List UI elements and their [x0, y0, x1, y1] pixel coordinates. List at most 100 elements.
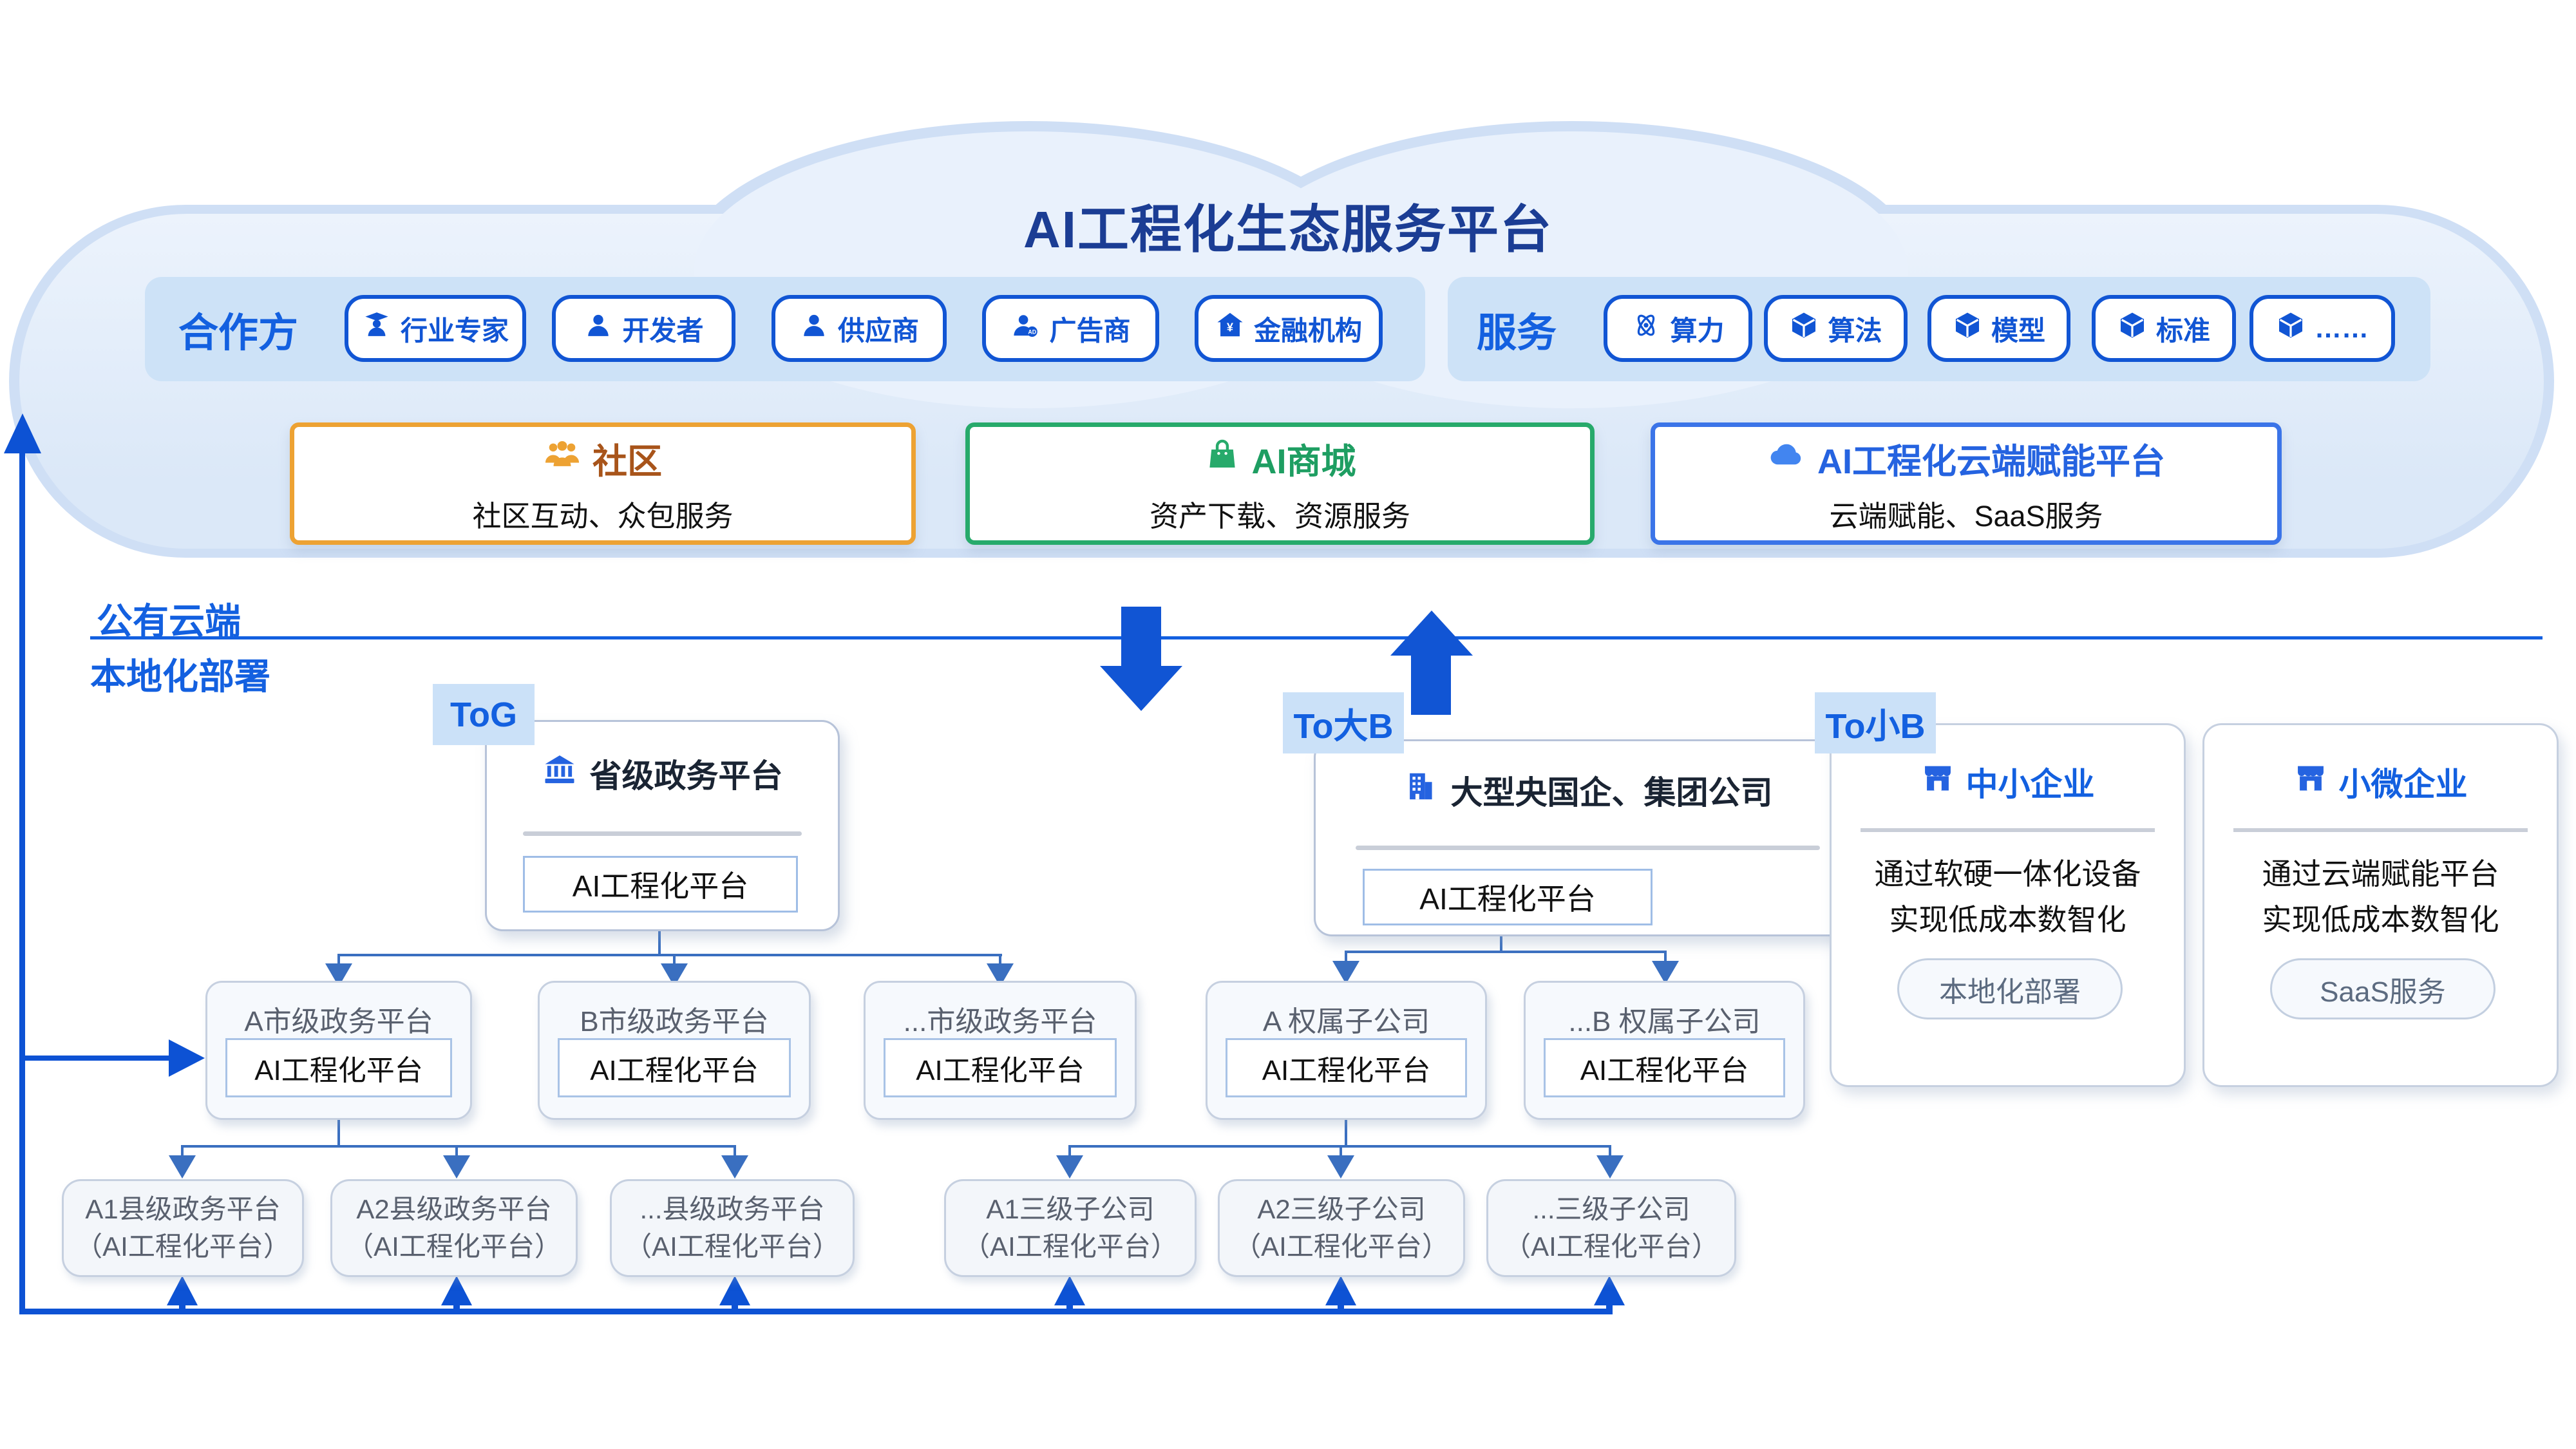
- leaf-subtitle: （AI工程化平台）: [75, 1231, 290, 1262]
- people-group-icon: [544, 435, 581, 481]
- tobig-sub-inner-box: AI工程化平台: [1226, 1038, 1467, 1097]
- service-badge-model: 模型: [1927, 295, 2070, 362]
- service-badge-algorithm: 算法: [1764, 295, 1908, 362]
- feedback-arrow-up-icon: [4, 413, 41, 453]
- partners-panel: 合作方 行业专家 开发者 供应商 AD 广告商 ¥ 金融机构: [145, 277, 1425, 381]
- storefront-icon: [1921, 761, 1955, 802]
- ai-mall-title: AI商城: [1251, 442, 1356, 481]
- service-badge-label: ……: [2315, 313, 2369, 343]
- partner-badge-label: 开发者: [622, 315, 704, 346]
- local-deploy-label: 本地化部署: [90, 656, 270, 697]
- connector-line: [1500, 933, 1502, 952]
- bus-arrow-up-icon: [1594, 1276, 1625, 1305]
- leaf-subtitle: （AI工程化平台）: [1504, 1231, 1719, 1262]
- cloud-icon: [1767, 435, 1806, 482]
- down-arrow-body: [1121, 607, 1161, 668]
- cube-icon: [1789, 310, 1819, 346]
- partners-label: 合作方: [178, 311, 299, 355]
- bus-arrow-up-icon: [1325, 1276, 1356, 1305]
- cloud-platform-subtitle: 云端赋能、SaaS服务: [1829, 500, 2103, 533]
- partner-badge-finance: ¥ 金融机构: [1195, 295, 1383, 362]
- sme-desc-line1: 通过软硬一体化设备: [1874, 857, 2141, 891]
- card-divider: [1356, 846, 1820, 850]
- cloud-platform-box: AI工程化云端赋能平台 云端赋能、SaaS服务: [1651, 422, 2282, 545]
- tobig-root-inner-box: AI工程化平台: [1363, 869, 1653, 925]
- leaf-title: ...三级子公司: [1532, 1194, 1690, 1225]
- tobig-root-title: 大型央国企、集团公司: [1450, 775, 1773, 811]
- tag-tosmall: To小B: [1815, 692, 1936, 753]
- leaf-subtitle: （AI工程化平台）: [963, 1231, 1178, 1262]
- ai-mall-subtitle: 资产下载、资源服务: [1149, 500, 1410, 533]
- partner-badge-advertiser: AD 广告商: [982, 295, 1159, 362]
- partner-badge-label: 供应商: [837, 315, 919, 346]
- connector-line: [181, 1145, 184, 1158]
- connector-arrow-down-icon: [169, 1155, 196, 1179]
- storefront-icon: [2294, 761, 2327, 802]
- cube-icon: [1953, 310, 1982, 346]
- expert-icon: [362, 310, 392, 346]
- tobig-root-card: 大型央国企、集团公司 AI工程化平台: [1314, 739, 1862, 936]
- tog-county-card-a2: A2县级政务平台 （AI工程化平台）: [330, 1179, 578, 1277]
- connector-line: [1609, 1145, 1611, 1158]
- tobig-sub-title: ...B 权属子公司: [1568, 1006, 1761, 1037]
- bus-arrow-up-icon: [167, 1276, 198, 1305]
- connector-line: [337, 954, 1002, 956]
- atom-icon: [1631, 310, 1661, 346]
- developer-icon: [583, 310, 613, 346]
- bus-arrow-up-icon: [441, 1276, 472, 1305]
- micro-desc-line2: 实现低成本数智化: [2262, 903, 2499, 937]
- community-title: 社区: [592, 442, 662, 481]
- tog-root-card: 省级政务平台 AI工程化平台: [485, 720, 840, 931]
- partner-badge-supplier: 供应商: [772, 295, 947, 362]
- tag-tog: ToG: [433, 684, 535, 745]
- service-badge-standard: 标准: [2092, 295, 2236, 362]
- service-badge-label: 算力: [1670, 315, 1725, 346]
- feedback-arrow-right-icon: [169, 1039, 205, 1077]
- connector-line: [673, 954, 676, 968]
- feedback-line-vertical: [19, 451, 25, 1314]
- bus-arrow-stem: [1606, 1301, 1613, 1310]
- service-badge-label: 算法: [1828, 315, 1882, 346]
- bus-arrow-up-icon: [719, 1276, 750, 1305]
- svg-text:AD: AD: [1028, 328, 1037, 335]
- community-subtitle: 社区互动、众包服务: [472, 500, 734, 533]
- connector-arrow-down-icon: [721, 1155, 748, 1179]
- tog-city-inner-box: AI工程化平台: [225, 1038, 452, 1097]
- office-building-icon: [1403, 769, 1438, 811]
- connector-arrow-down-icon: [1652, 961, 1679, 984]
- tog-root-inner-box: AI工程化平台: [523, 856, 798, 913]
- cube-icon: [2117, 310, 2147, 346]
- card-divider: [1861, 828, 2155, 832]
- connector-line: [181, 1145, 736, 1148]
- feedback-bus-line: [19, 1309, 1613, 1314]
- tog-city-title: ...市级政务平台: [903, 1006, 1097, 1037]
- card-divider: [523, 831, 802, 836]
- connector-line: [999, 954, 1001, 968]
- tog-city-inner-box: AI工程化平台: [558, 1038, 791, 1097]
- svg-text:¥: ¥: [1227, 321, 1234, 334]
- supplier-icon: [799, 310, 829, 346]
- services-label: 服务: [1477, 311, 1557, 355]
- leaf-subtitle: （AI工程化平台）: [625, 1231, 840, 1262]
- finance-icon: ¥: [1215, 310, 1245, 346]
- micro-desc-line1: 通过云端赋能平台: [2262, 857, 2499, 891]
- tobig-sub-inner-box: AI工程化平台: [1544, 1038, 1785, 1097]
- deployment-divider-line: [90, 636, 2543, 639]
- connector-arrow-down-icon: [1596, 1155, 1624, 1179]
- leaf-subtitle: （AI工程化平台）: [1234, 1231, 1449, 1262]
- micro-pill: SaaS服务: [2270, 958, 2496, 1019]
- service-badge-label: 模型: [1991, 315, 2045, 346]
- bus-arrow-stem: [179, 1301, 185, 1310]
- leaf-title: ...县级政务平台: [639, 1194, 825, 1225]
- feedback-branch-line: [22, 1056, 171, 1061]
- bus-arrow-stem: [453, 1301, 460, 1310]
- leaf-title: A1县级政务平台: [85, 1194, 281, 1225]
- bus-arrow-stem: [1066, 1301, 1073, 1310]
- public-cloud-label: 公有云端: [97, 601, 241, 641]
- tog-root-title: 省级政务平台: [589, 758, 783, 794]
- connector-line: [1345, 1120, 1347, 1146]
- tog-city-card-more: ...市级政务平台 AI工程化平台: [864, 981, 1137, 1120]
- bus-arrow-up-icon: [1054, 1276, 1085, 1305]
- connector-line: [337, 1120, 340, 1146]
